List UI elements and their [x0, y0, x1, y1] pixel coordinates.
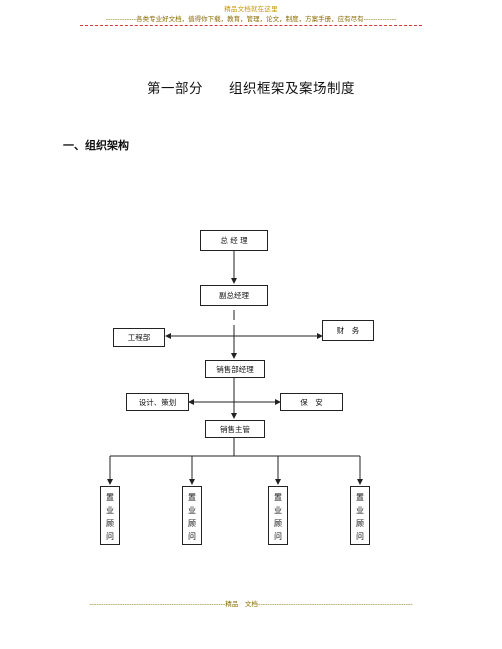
box-consultant-1: 置 业 顾 问	[100, 486, 120, 545]
box-consultant-4: 置 业 顾 问	[350, 486, 370, 545]
header-title: 精品文档就在这里	[224, 5, 278, 13]
box-general-manager: 总 经 理	[200, 230, 268, 251]
box-consultant-3: 置 业 顾 问	[268, 486, 288, 545]
box-finance: 财 务	[322, 320, 374, 341]
box-security: 保 安	[280, 393, 343, 411]
footer-text: ----------------------------------------…	[89, 600, 413, 608]
box-sales-supervisor: 销售主管	[205, 420, 265, 438]
header-divider	[80, 25, 422, 26]
box-consultant-2: 置 业 顾 问	[182, 486, 202, 545]
page-title: 第一部分 组织框架及案场制度	[0, 77, 502, 97]
box-deputy-general-manager: 副总经理	[200, 285, 268, 306]
box-design-planning: 设计、策划	[126, 393, 189, 411]
part-title: 组织框架及案场制度	[229, 81, 355, 97]
header-subtitle: -------------各类专业好文档，值得你下载，教育，管理，论文，制度，方…	[105, 15, 397, 23]
box-sales-manager: 销售部经理	[205, 360, 265, 378]
section-heading: 一、组织架构	[63, 139, 129, 152]
part-label: 第一部分	[147, 81, 203, 97]
box-engineering-dept: 工程部	[113, 328, 165, 347]
